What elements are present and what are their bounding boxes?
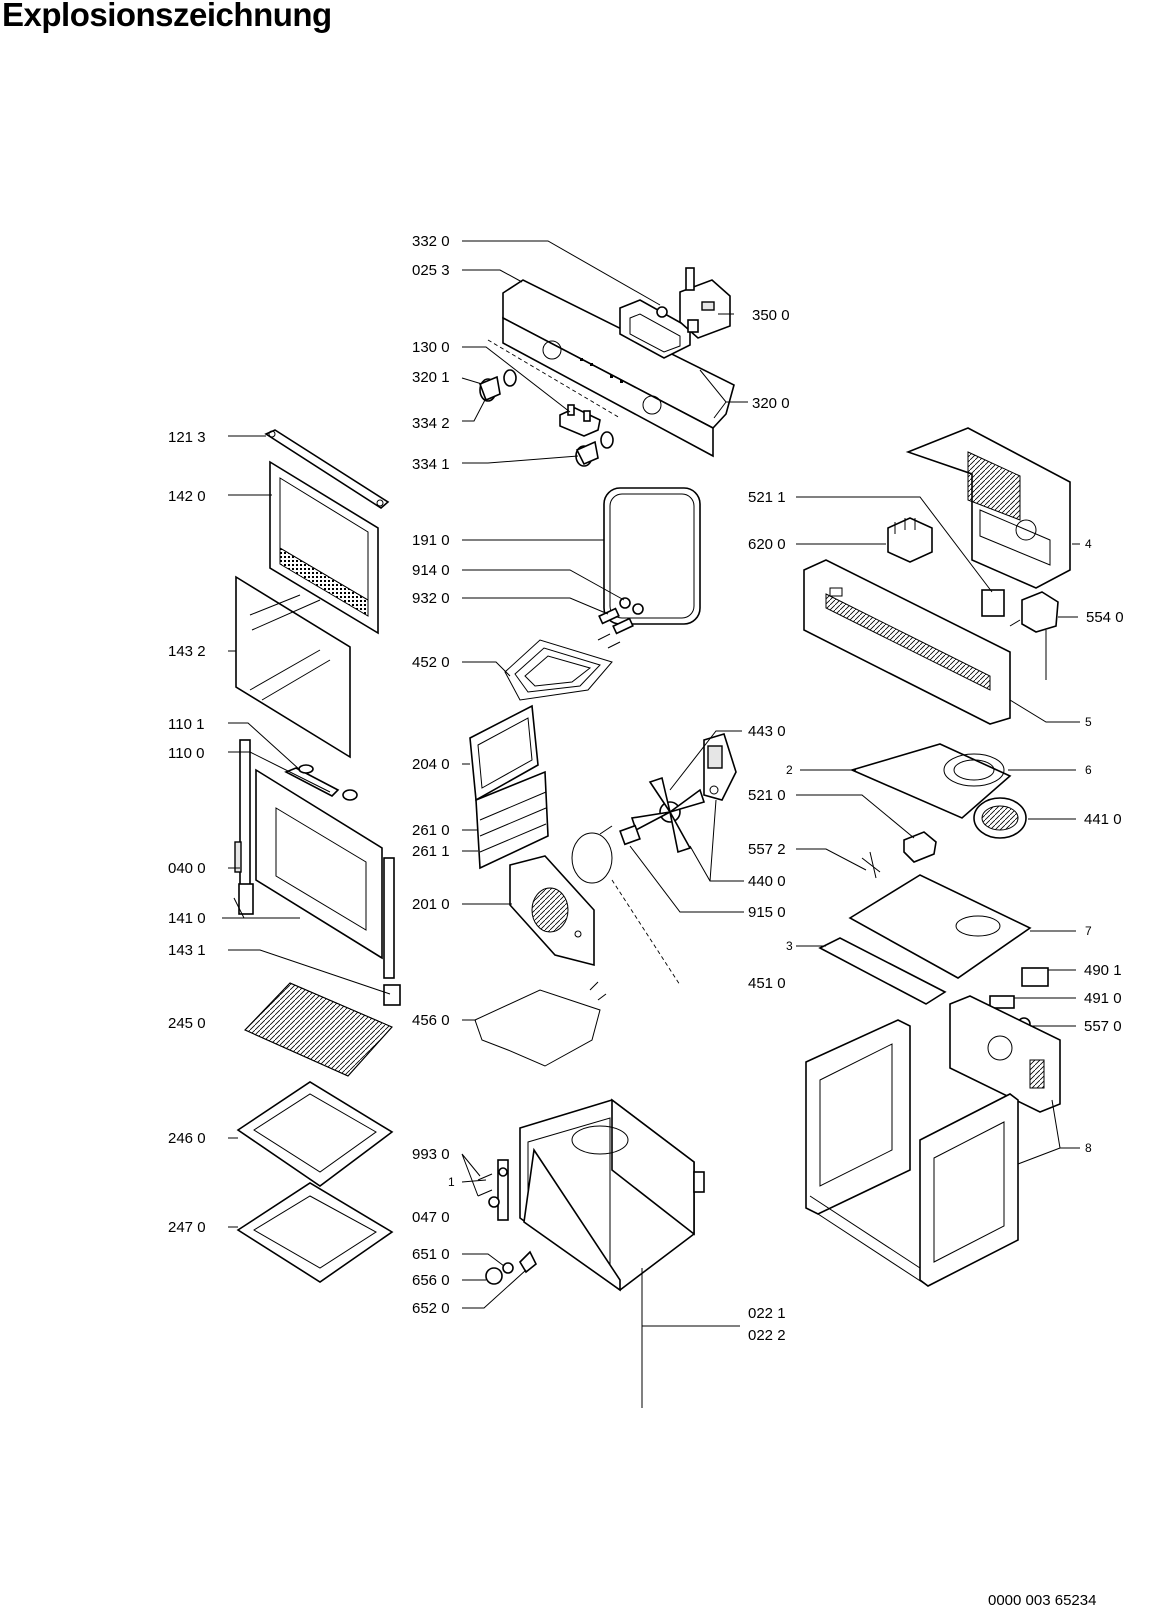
part-label: 652 0 <box>412 1300 450 1317</box>
part-label: 130 0 <box>412 339 450 356</box>
part-label: 915 0 <box>748 904 786 921</box>
part-label: 521 1 <box>748 489 786 506</box>
part-label: 557 0 <box>1084 1018 1122 1035</box>
part-label: 143 1 <box>168 942 206 959</box>
part-label: 8 <box>1085 1141 1092 1155</box>
thermostat <box>981 589 1059 680</box>
part-label: 141 0 <box>168 910 206 927</box>
door-glass <box>235 575 351 759</box>
door-top-profile <box>264 429 390 509</box>
part-label: 110 0 <box>168 745 204 762</box>
part-label: 204 0 <box>412 756 450 773</box>
electronic-module <box>679 267 731 339</box>
screws <box>477 1167 508 1208</box>
part-labels: 332 0 025 3 350 0 130 0 320 1 320 0 334 … <box>168 233 1124 1344</box>
door-switch <box>861 831 937 879</box>
part-label: 334 1 <box>412 456 450 473</box>
part-label: 2 <box>786 763 793 777</box>
part-label: 441 0 <box>1084 811 1122 828</box>
part-label: 320 1 <box>412 369 450 386</box>
rear-panel <box>949 995 1061 1113</box>
part-label: 7 <box>1085 924 1092 938</box>
air-duct-plate <box>849 743 1012 819</box>
part-label: 121 3 <box>168 429 206 446</box>
part-label: 022 2 <box>748 1327 786 1344</box>
page-title: Explosionszeichnung <box>2 0 332 33</box>
part-label: 1 <box>448 1175 455 1189</box>
part-label: 914 0 <box>412 562 450 579</box>
bottom-plate <box>818 874 1032 1005</box>
baking-tray <box>236 1081 394 1187</box>
control-panel <box>502 279 735 458</box>
part-label: 320 0 <box>752 395 790 412</box>
part-label: 142 0 <box>168 488 206 505</box>
part-label: 656 0 <box>412 1272 450 1289</box>
part-label: 456 0 <box>412 1012 450 1029</box>
part-label: 334 2 <box>412 415 450 432</box>
knob-upper <box>478 369 517 402</box>
side-frames <box>805 1019 1019 1287</box>
leader-lines <box>222 240 1080 1408</box>
door-seal <box>603 487 701 625</box>
grill-heating-element <box>504 633 621 701</box>
circular-heating-element <box>571 825 613 884</box>
oven-lamp <box>485 1250 538 1285</box>
display-frame <box>619 299 691 359</box>
part-label: 620 0 <box>748 536 786 553</box>
part-label: 261 0 <box>412 822 450 839</box>
part-label: 490 1 <box>1084 962 1122 979</box>
fan-wheel <box>619 776 706 854</box>
part-label: 247 0 <box>168 1219 206 1236</box>
switch-bracket <box>559 404 601 437</box>
part-label: 110 1 <box>168 716 204 733</box>
part-label: 191 0 <box>412 532 450 549</box>
side-rails <box>475 770 549 870</box>
part-label: 443 0 <box>748 723 786 740</box>
heater-nuts <box>598 597 644 635</box>
inner-door-frame <box>269 460 379 635</box>
relay <box>887 517 933 563</box>
part-label: 557 2 <box>748 841 786 858</box>
fan-motor <box>703 733 737 801</box>
part-label: 4 <box>1085 537 1092 551</box>
part-label: 651 0 <box>412 1246 450 1263</box>
part-label: 521 0 <box>748 787 786 804</box>
part-label: 5 <box>1085 715 1092 729</box>
part-label: 022 1 <box>748 1305 786 1322</box>
deep-tray <box>236 1182 394 1283</box>
part-label: 452 0 <box>412 654 450 671</box>
part-label: 245 0 <box>168 1015 206 1032</box>
part-label: 332 0 <box>412 233 450 250</box>
part-label: 261 1 <box>412 843 450 860</box>
part-label: 350 0 <box>752 307 790 324</box>
fan-cover-plate <box>509 855 595 967</box>
part-label: 491 0 <box>1084 990 1122 1007</box>
knob-lower <box>575 431 614 467</box>
part-label: 451 0 <box>748 975 786 992</box>
upper-shield <box>469 704 539 802</box>
cooling-fan <box>973 797 1027 839</box>
part-label: 047 0 <box>412 1209 450 1226</box>
part-label: 201 0 <box>412 896 450 913</box>
part-label: 993 0 <box>412 1146 450 1163</box>
part-label: 6 <box>1085 763 1092 777</box>
outer-door <box>234 739 401 1006</box>
part-label: 554 0 <box>1086 609 1124 626</box>
part-label: 3 <box>786 939 793 953</box>
bottom-heating-element <box>474 981 607 1067</box>
oven-cavity <box>497 1098 705 1292</box>
top-casing <box>905 427 1071 589</box>
part-label: 025 3 <box>412 262 450 279</box>
wire-rack <box>244 982 393 1077</box>
part-label: 143 2 <box>168 643 206 660</box>
part-label: 246 0 <box>168 1130 206 1147</box>
part-label: 932 0 <box>412 590 450 607</box>
part-label: 440 0 <box>748 873 786 890</box>
part-label: 040 0 <box>168 860 206 877</box>
fan-housing <box>803 559 1011 725</box>
document-code: 0000 003 65234 <box>988 1592 1097 1609</box>
